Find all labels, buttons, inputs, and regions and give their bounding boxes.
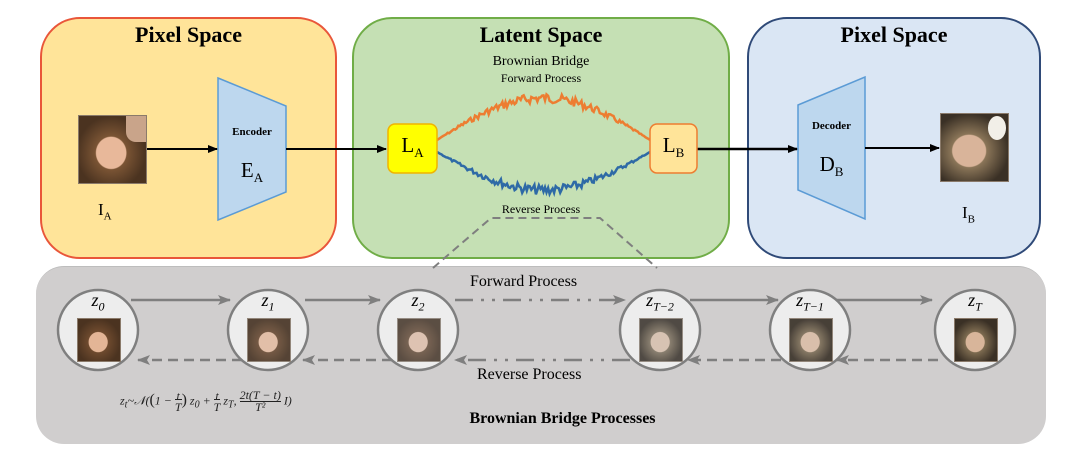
bottom-reverse-label: Reverse Process	[477, 366, 582, 383]
speech-bubble	[988, 116, 1006, 140]
panel-title: Pixel Space	[840, 22, 948, 47]
bridge-node-label: z0	[91, 290, 105, 314]
latent-b-label: LB	[662, 133, 685, 161]
input-image-a	[78, 115, 147, 184]
panel-title: Latent Space	[479, 22, 603, 47]
reverse-brownian-path	[436, 150, 651, 198]
bridge-node-image	[639, 318, 683, 362]
image-a-label: IA	[98, 200, 112, 223]
decoder-block	[797, 75, 866, 221]
bridge-node-label: z1	[261, 290, 275, 314]
latent-node-a	[387, 123, 438, 174]
forward-process-label: Forward Process	[500, 71, 582, 85]
bridge-node-image	[77, 318, 121, 362]
bridge-node-image	[789, 318, 833, 362]
latent-a-label: LA	[401, 133, 424, 161]
bottom-forward-label: Forward Process	[470, 273, 578, 290]
bridge-node-label: z2	[411, 290, 425, 314]
panel-title: Pixel Space	[135, 22, 242, 47]
pixel-space-panel-b: Pixel Space	[747, 17, 1041, 259]
bridge-node-image	[954, 318, 998, 362]
image-b-label: IB	[962, 203, 976, 226]
encoder-label: Encoder	[232, 126, 272, 138]
bridge-node-label: zT−2	[646, 290, 674, 314]
bridge-node-image	[397, 318, 441, 362]
latent-node-b	[649, 123, 698, 174]
bridge-node-label: zT	[968, 290, 982, 314]
background-person	[126, 116, 146, 142]
bridge-node-image	[247, 318, 291, 362]
brownian-bridge-label: Brownian Bridge	[492, 54, 590, 69]
zoom-connector	[432, 217, 658, 269]
bridge-node-label: zT−1	[796, 290, 824, 314]
encoder-block	[217, 76, 287, 222]
encoder-symbol: EA	[240, 158, 264, 186]
decoder-symbol: DB	[819, 152, 844, 180]
brownian-bridge-panel	[36, 266, 1046, 444]
forward-brownian-path	[436, 91, 651, 142]
bottom-title: Brownian Bridge Processes	[469, 410, 656, 427]
output-image-b	[940, 113, 1009, 182]
reverse-process-label: Reverse Process	[501, 202, 581, 216]
decoder-label: Decoder	[811, 120, 852, 132]
